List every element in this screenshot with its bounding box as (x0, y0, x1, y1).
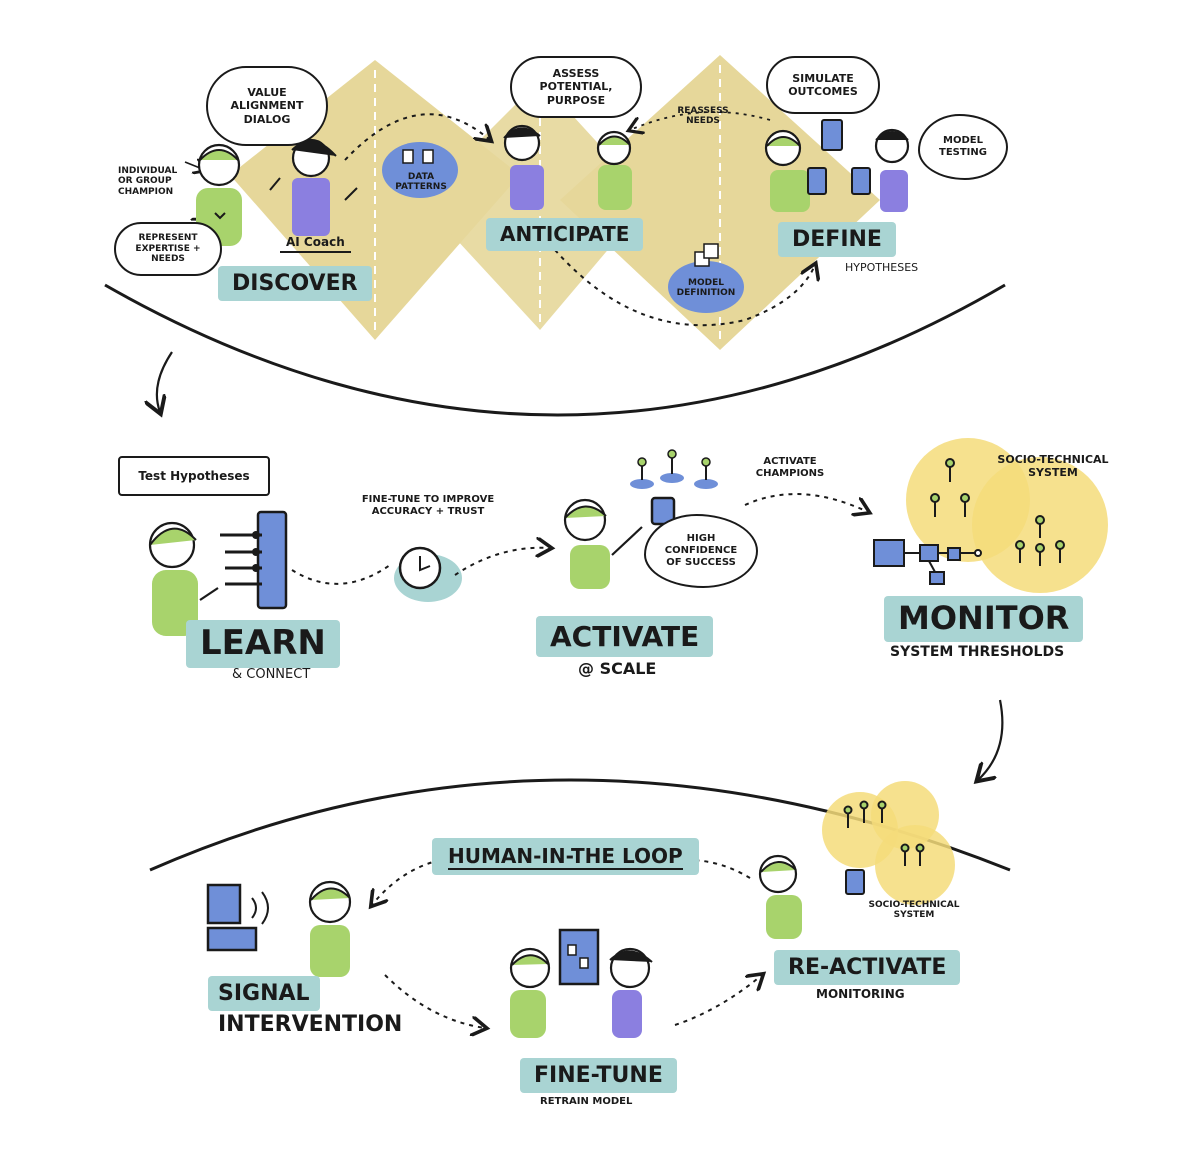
monitor-label: Monitor (884, 596, 1084, 642)
define-figure-coach (874, 128, 910, 212)
hypotheses-label: Hypotheses (845, 261, 919, 274)
signal-monitor-icon (206, 883, 269, 952)
learn-label: Learn (186, 620, 340, 668)
tablet-icon (807, 119, 871, 195)
clock-icon (394, 546, 462, 602)
test-hypotheses-text: Test Hypotheses (138, 469, 250, 483)
human-in-the-loop-label: Human-in-the Loop (432, 838, 699, 875)
intervention-label: Intervention (218, 1012, 403, 1037)
high-confidence-text: High Confidence of Success (664, 533, 738, 568)
system-network-icon (873, 539, 982, 585)
represent-expertise-text: Represent Expertise + Needs (135, 232, 201, 265)
retrain-model-label: Retrain Model (540, 1096, 633, 1107)
anticipate-figure-champion (596, 130, 632, 210)
monitoring-label: Monitoring (816, 987, 905, 1001)
assess-potential-text: Assess Potential, Purpose (539, 67, 613, 107)
simulate-outcomes-bubble: Simulate Outcomes (766, 56, 880, 114)
signal-figure (308, 880, 352, 977)
value-alignment-bubble: Value Alignment Dialog (206, 66, 328, 146)
flow-arrow (454, 548, 550, 576)
database-icon (402, 149, 434, 164)
reassess-needs-label: Reassess Needs (677, 106, 729, 127)
high-confidence-cloud: High Confidence of Success (644, 514, 758, 588)
flow-arrow (744, 493, 868, 512)
anticipate-figure-coach (503, 124, 544, 210)
cube-icon (694, 243, 719, 267)
people-group-icon (843, 800, 925, 866)
flow-arrow (291, 564, 391, 585)
flow-arrow (554, 249, 815, 327)
socio-technical-cluster (822, 781, 955, 905)
people-group-icon (930, 458, 1065, 566)
test-hypotheses-box: Test Hypotheses (118, 456, 270, 496)
reassess-arrow (630, 111, 771, 130)
activate-sub-label: @ Scale (578, 659, 657, 678)
learn-figure (148, 521, 219, 636)
phase1-arc (104, 283, 1006, 417)
socio-technical-small-label: Socio-Technical System (868, 900, 960, 921)
human-in-the-loop-text: Human-in-the Loop (448, 844, 683, 870)
loop-arrow-left (372, 859, 441, 905)
reactivate-label: Re-Activate (774, 950, 961, 986)
discover-label: Discover (218, 266, 372, 302)
activate-label: Activate (536, 616, 714, 658)
anticipate-label: Anticipate (486, 218, 644, 251)
phase-transition-arrow (157, 351, 173, 412)
activate-figure (563, 498, 643, 589)
value-alignment-text: Value Alignment Dialog (230, 86, 304, 126)
socio-technical-label: Socio-Technical System (997, 453, 1109, 479)
signal-label: Signal (208, 976, 320, 1012)
fine-tune-label: Fine-Tune (520, 1058, 677, 1094)
flow-arrow (344, 113, 490, 161)
model-definition-label: Model Definition (676, 278, 736, 299)
activate-champions-label: Activate Champions (755, 456, 825, 479)
define-figure-champion (764, 129, 810, 212)
simulate-outcomes-text: Simulate Outcomes (788, 71, 858, 98)
monitor-sub-label: System Thresholds (890, 644, 1065, 660)
data-patterns-label: Data Patterns (395, 172, 447, 193)
signal-text: Signal (218, 981, 310, 1006)
champion-people-icon (630, 449, 718, 489)
model-definition-oval (668, 261, 744, 313)
ai-coach-label: AI Coach (280, 235, 351, 253)
represent-expertise-note: Represent Expertise + Needs (114, 222, 222, 276)
phase-transition-arrow (978, 699, 1004, 780)
assess-potential-bubble: Assess Potential, Purpose (510, 56, 642, 118)
learn-sub-label: & Connect (232, 667, 311, 682)
model-board-icon (558, 928, 600, 986)
reactivate-figure (758, 854, 865, 939)
individual-champion-note: Individual or Group Champion (118, 166, 178, 197)
model-testing-text: Model Testing (939, 135, 987, 158)
ai-coach-figure (269, 138, 358, 236)
finetune-figure-champion (509, 947, 551, 1038)
flow-arrow (674, 975, 762, 1026)
model-testing-cloud: Model Testing (918, 114, 1008, 180)
fine-tune-note: Fine-Tune to Improve Accuracy + Trust (361, 494, 495, 517)
define-label: Define (778, 222, 896, 258)
test-board-icon (220, 510, 288, 610)
finetune-figure-coach (609, 947, 653, 1038)
data-patterns-oval (382, 142, 458, 198)
